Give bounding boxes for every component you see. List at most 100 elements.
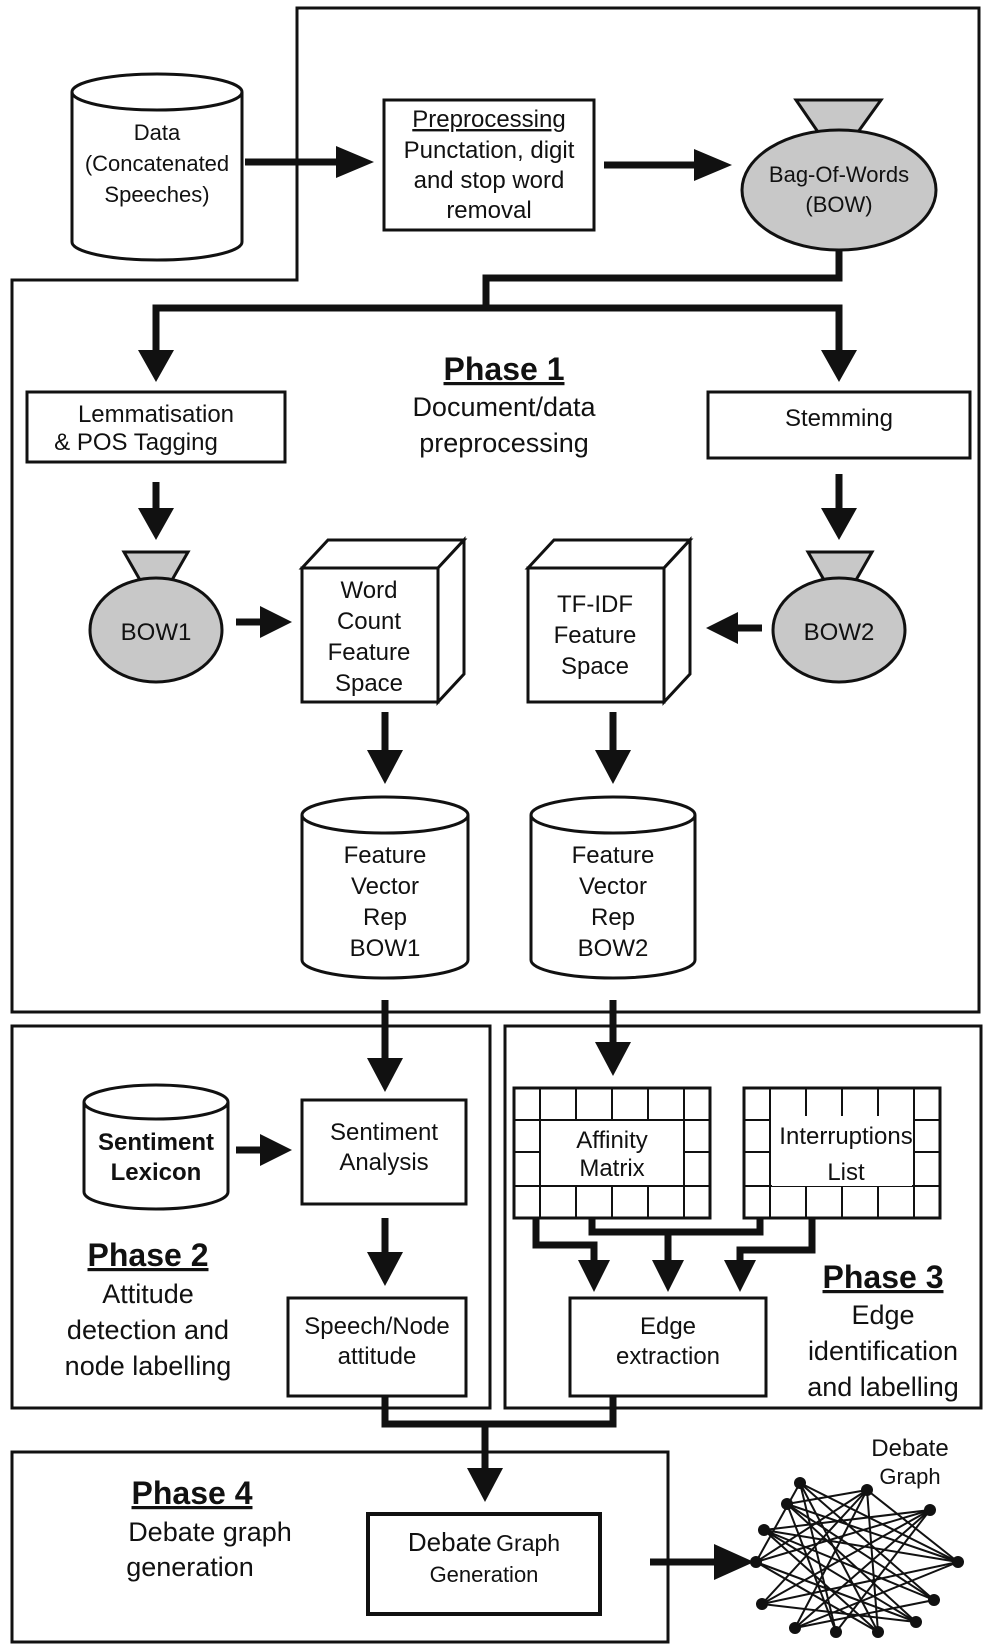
phase2-frame [10, 1024, 492, 1410]
data-label-2: (Concatenated [85, 151, 229, 176]
graph-node [861, 1484, 873, 1496]
phase3-line3: and labelling [807, 1372, 959, 1402]
graph-edge [761, 1561, 959, 1605]
phase2-line2: detection and [67, 1315, 229, 1345]
lemmatisation-label-1: Lemmatisation [78, 401, 234, 428]
lemmatisation-box: Lemmatisation & POS Tagging [25, 390, 287, 464]
stemming-box: Stemming [706, 390, 972, 460]
preprocessing-title: Preprocessing [412, 106, 565, 133]
graph-edge [763, 1509, 931, 1531]
phase4-title: Phase 4 [132, 1475, 253, 1511]
word-count-label-3: Feature [328, 639, 411, 666]
debate-graph-label-1: Debate [871, 1435, 948, 1462]
speech-node-label-1: Speech/Node [304, 1313, 449, 1340]
graph-edge [835, 1509, 931, 1633]
affinity-label-1: Affinity [576, 1127, 648, 1154]
debate-gen-label-1: Debate Graph [408, 1527, 560, 1557]
graph-node [794, 1477, 806, 1489]
graph-edge [761, 1603, 917, 1623]
graph-node [924, 1504, 936, 1516]
phase2-title: Phase 2 [88, 1237, 209, 1273]
graph-node [928, 1594, 940, 1606]
debate-graph-label-2: Graph [879, 1464, 940, 1489]
interruptions-label-1: Interruptions [779, 1123, 912, 1150]
feature-vector-bow1-cylinder: Feature Vector Rep BOW1 [300, 795, 470, 980]
sentiment-analysis-box: Sentiment Analysis [300, 1098, 468, 1206]
debate-graph-network: Debate Graph [750, 1435, 964, 1638]
feature-vector-bow2-cylinder: Feature Vector Rep BOW2 [529, 795, 697, 980]
graph-edge [794, 1489, 868, 1629]
edge-extraction-label-2: extraction [616, 1343, 720, 1370]
fv1-label-2: Vector [351, 873, 419, 900]
edge-extraction-label-1: Edge [640, 1313, 696, 1340]
graph-node [789, 1622, 801, 1634]
phase2-line3: node labelling [65, 1351, 232, 1381]
graph-node [830, 1626, 842, 1638]
preprocessing-box: Preprocessing Punctation, digit and stop… [382, 98, 596, 232]
preprocessing-label-1: Punctation, digit [404, 137, 575, 164]
bow-label-1: Bag-Of-Words [769, 162, 909, 187]
graph-edge [761, 1489, 868, 1605]
graph-edge [755, 1509, 931, 1563]
graph-edge [794, 1599, 935, 1629]
fv2-label-1: Feature [572, 842, 655, 869]
preprocessing-label-3: removal [446, 197, 531, 224]
phase1-frame [10, 6, 981, 1014]
tfidf-label-2: Feature [554, 622, 637, 649]
sentiment-label-2: Analysis [339, 1149, 428, 1176]
tfidf-label-3: Space [561, 653, 629, 680]
graph-edge [755, 1561, 917, 1623]
lexicon-label-2: Lexicon [111, 1159, 202, 1186]
stemming-label: Stemming [785, 405, 893, 432]
graph-node [781, 1498, 793, 1510]
bow1-label: BOW1 [121, 619, 192, 646]
data-label-3: Speeches) [104, 182, 209, 207]
graph-node [872, 1626, 884, 1638]
phase3-line1: Edge [851, 1300, 914, 1330]
fv2-label-3: Rep [591, 904, 635, 931]
bow-label-2: (BOW) [805, 192, 872, 217]
graph-node [952, 1556, 964, 1568]
sentiment-label-1: Sentiment [330, 1119, 438, 1146]
preprocessing-label-2: and stop word [414, 167, 565, 194]
tfidf-feature-space-cube: TF-IDF Feature Space [524, 536, 694, 706]
phase3-line2: identification [808, 1336, 958, 1366]
fv2-label-4: BOW2 [578, 935, 649, 962]
sentiment-lexicon-cylinder: Sentiment Lexicon [82, 1083, 230, 1211]
graph-edge [755, 1561, 879, 1633]
phase1-line1: Document/data [412, 392, 596, 422]
graph-edge [763, 1529, 935, 1601]
lemmatisation-label-2: & POS Tagging [54, 429, 218, 456]
debate-graph-generation-box: Debate Graph Generation [366, 1512, 602, 1616]
speech-node-label-2: attitude [338, 1343, 417, 1370]
affinity-label-2: Matrix [579, 1155, 644, 1182]
bow2-label: BOW2 [804, 619, 875, 646]
phase4-line2: generation [126, 1552, 254, 1582]
graph-node [910, 1616, 922, 1628]
lexicon-label-1: Sentiment [98, 1129, 214, 1156]
phase3-frame [503, 1024, 983, 1410]
data-cylinder: Data (Concatenated Speeches) [70, 72, 244, 262]
bow1-bag-icon: BOW1 [88, 550, 224, 684]
word-count-feature-space-cube: Word Count Feature Space [298, 536, 468, 706]
graph-edge [763, 1529, 917, 1623]
graph-edge [786, 1503, 935, 1601]
fv1-label-1: Feature [344, 842, 427, 869]
tfidf-label-1: TF-IDF [557, 591, 633, 618]
phase1-line2: preprocessing [419, 428, 589, 458]
phase1-title: Phase 1 [444, 351, 565, 387]
graph-edge [763, 1529, 959, 1563]
fv1-label-4: BOW1 [350, 935, 421, 962]
graph-edge [786, 1489, 868, 1505]
data-label-1: Data [134, 120, 181, 145]
connectors [138, 146, 857, 1580]
affinity-matrix-grid: Affinity Matrix [512, 1086, 712, 1220]
graph-node [758, 1524, 770, 1536]
word-count-label-4: Space [335, 670, 403, 697]
graph-edge [755, 1482, 801, 1563]
word-count-label-2: Count [337, 608, 401, 635]
graph-node [756, 1598, 768, 1610]
speech-node-attitude-box: Speech/Node attitude [286, 1296, 468, 1398]
graph-edge [794, 1561, 959, 1629]
debate-gen-word-graph: Graph [496, 1530, 560, 1556]
